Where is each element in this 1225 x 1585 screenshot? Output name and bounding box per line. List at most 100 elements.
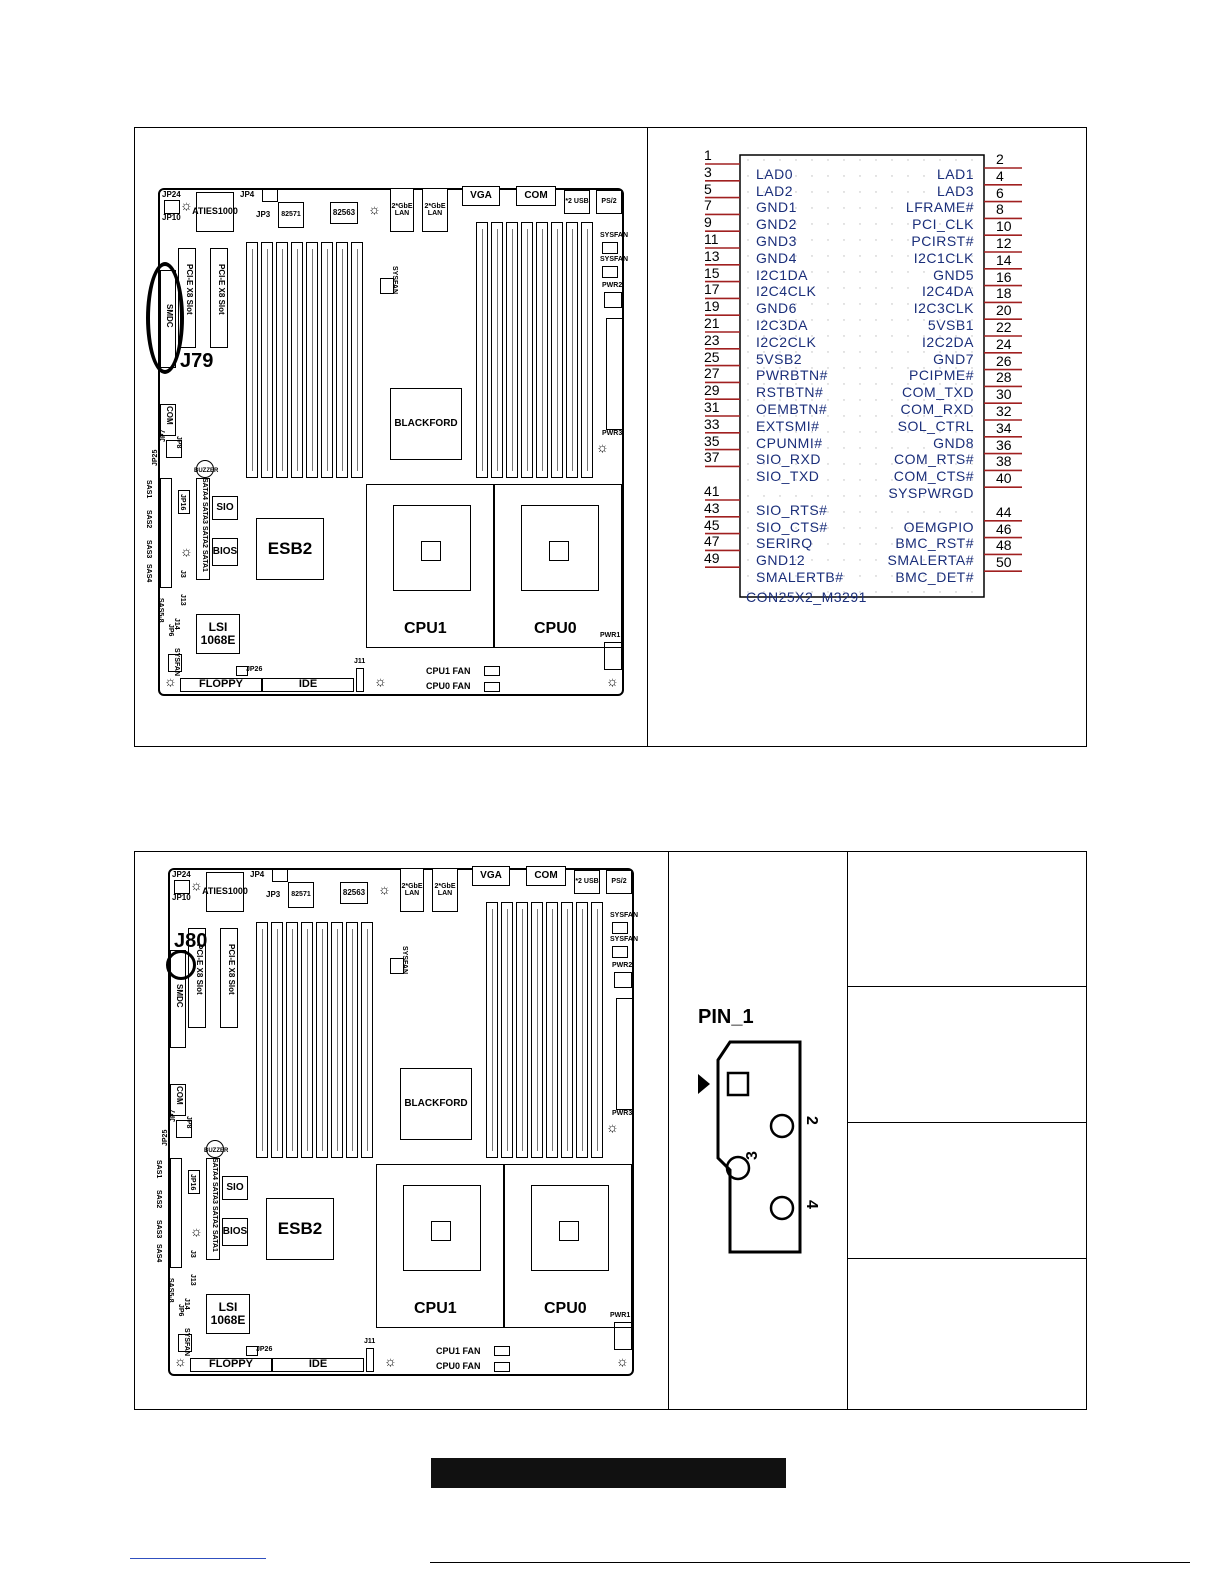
com-port-top: COM	[526, 866, 566, 886]
cpu1-center	[421, 541, 441, 561]
top-panel-frame	[134, 127, 1087, 747]
vga-port: VGA	[472, 866, 510, 886]
left-pin-signal: SIO_RXD	[756, 451, 821, 468]
lan-port-1: 2*GbE LAN	[400, 868, 424, 912]
sas58-label: SAS5-8	[167, 1278, 174, 1303]
chip-82571: 82571	[288, 882, 314, 908]
right-pin-number: 16	[996, 268, 1012, 285]
left-pin-signal: GND2	[756, 216, 797, 233]
floppy-connector: FLOPPY	[190, 1358, 272, 1372]
pcie-slot-2-label: PCI-E X8 Slot	[227, 944, 236, 995]
pin-4-label: 4	[803, 1200, 820, 1209]
dimm-slot-dimm13	[291, 242, 303, 478]
right-pin-signal: PCIRST#	[911, 233, 974, 249]
dimm-slot-dimm13	[301, 922, 313, 1158]
dimm-slot-dimm12	[316, 922, 328, 1158]
left-pin-number: 47	[704, 533, 720, 550]
pcie-slot-2	[220, 928, 238, 1028]
sysfan-2-header	[612, 946, 628, 958]
pin-header-drawing	[698, 1040, 802, 1254]
left-pin-number: 33	[704, 415, 720, 432]
left-pin-signal: GND3	[756, 233, 797, 249]
cpu1-socket	[376, 1164, 504, 1328]
buzzer-circle	[196, 460, 214, 478]
lsi-chip: LSI 1068E	[206, 1294, 250, 1334]
com-side-label: COM	[165, 406, 174, 425]
left-pin-signal: GND6	[756, 300, 797, 317]
j13-label: J13	[179, 594, 186, 606]
sata2-label: SATA2	[201, 526, 208, 548]
sas2-label: SAS2	[145, 510, 152, 529]
jp16-jumper	[188, 1170, 200, 1194]
es1000-label: ES1000	[205, 206, 238, 217]
esb2-chip: ESB2	[266, 1198, 334, 1260]
chip-82563: 82563	[330, 202, 358, 224]
right-pin-signal: PCI_CLK	[912, 216, 974, 233]
right-pin-signal: I2C3CLK	[913, 300, 974, 317]
dimm-slot-dimm03	[506, 222, 518, 478]
right-pin-signal: COM_RTS#	[894, 451, 974, 468]
mounting-hole-2: ☼	[378, 881, 391, 897]
right-pin-signal: LFRAME#	[905, 199, 974, 216]
cpu0-fan-label: CPU0 FAN	[426, 681, 471, 691]
right-pin-number: 6	[996, 184, 1004, 201]
sysfan-4-header	[178, 1334, 192, 1352]
right-pin-number: 4	[996, 167, 1004, 184]
sas2-label: SAS2	[155, 1190, 162, 1209]
right-pin-signal: SOL_CTRL	[897, 417, 974, 434]
left-pin-signal: RSTBTN#	[756, 384, 824, 401]
mounting-hole-6: ☼	[606, 1119, 619, 1135]
sas58-label: SAS5-8	[157, 598, 164, 623]
sysfan-3-header	[390, 958, 404, 974]
left-pin-signal: CPUNMI#	[756, 434, 823, 451]
right-pin-signal: GND5	[933, 266, 974, 283]
right-pin-signal: GND7	[933, 350, 974, 367]
right-pin-signal: I2C1CLK	[913, 249, 974, 266]
pwr3-label: PWR3	[612, 1110, 633, 1117]
left-pin-number: 29	[704, 382, 720, 399]
j13-label: J13	[189, 1274, 196, 1286]
right-pin-number: 12	[996, 235, 1012, 251]
vga-port: VGA	[462, 186, 500, 206]
dimm-slot-dimm16	[256, 922, 268, 1158]
sysfan-1-header	[612, 922, 628, 934]
jp10-label: JP10	[172, 893, 191, 902]
ps2-port: PS/2	[596, 190, 622, 214]
dimm-slot-dimm16	[246, 242, 258, 478]
left-pin-number: 13	[704, 247, 720, 264]
dimm-slot-dimm10	[336, 242, 348, 478]
cpu0-inner-outline	[531, 1185, 609, 1271]
cpu1-fan-header	[484, 666, 500, 676]
left-pin-signal: LAD0	[756, 165, 794, 182]
dimm-slot-dimm10	[346, 922, 358, 1158]
left-pin-number: 15	[704, 264, 720, 281]
left-pin-number: 31	[704, 399, 720, 415]
left-pin-signal: GND4	[756, 249, 797, 266]
dimm-slot-dimm01	[476, 222, 488, 478]
bios-chip: BIOS	[222, 1218, 248, 1246]
mounting-hole-4: ☼	[384, 1353, 397, 1369]
dimm-slot-dimm02	[501, 902, 513, 1158]
left-pin-number: 21	[704, 315, 720, 331]
lan-port-1: 2*GbE LAN	[390, 188, 414, 232]
sio-chip: SIO	[212, 496, 238, 520]
cpu0-inner-outline	[521, 505, 599, 591]
j79-callout-label: J79	[180, 350, 214, 372]
right-pin-number: 28	[996, 369, 1012, 386]
right-pin-number: 50	[996, 554, 1012, 571]
right-pin-signal: BMC_DET#	[895, 569, 974, 585]
left-pin-number: 19	[704, 298, 720, 315]
left-pin-signal: I2C3DA	[756, 317, 809, 333]
left-pin-signal: 5VSB2	[756, 350, 803, 367]
left-pin-signal: SERIRQ	[756, 535, 813, 552]
pcie-slot-2	[210, 248, 228, 348]
dimm-slot-dimm06	[561, 902, 573, 1158]
j11-label: J11	[364, 1338, 376, 1345]
chip-82571: 82571	[278, 202, 304, 228]
mounting-hole-2: ☼	[368, 201, 381, 217]
com-side-label: COM	[175, 1086, 184, 1105]
sata3-label: SATA3	[201, 502, 208, 524]
pin-2-label: 2	[803, 1116, 820, 1125]
